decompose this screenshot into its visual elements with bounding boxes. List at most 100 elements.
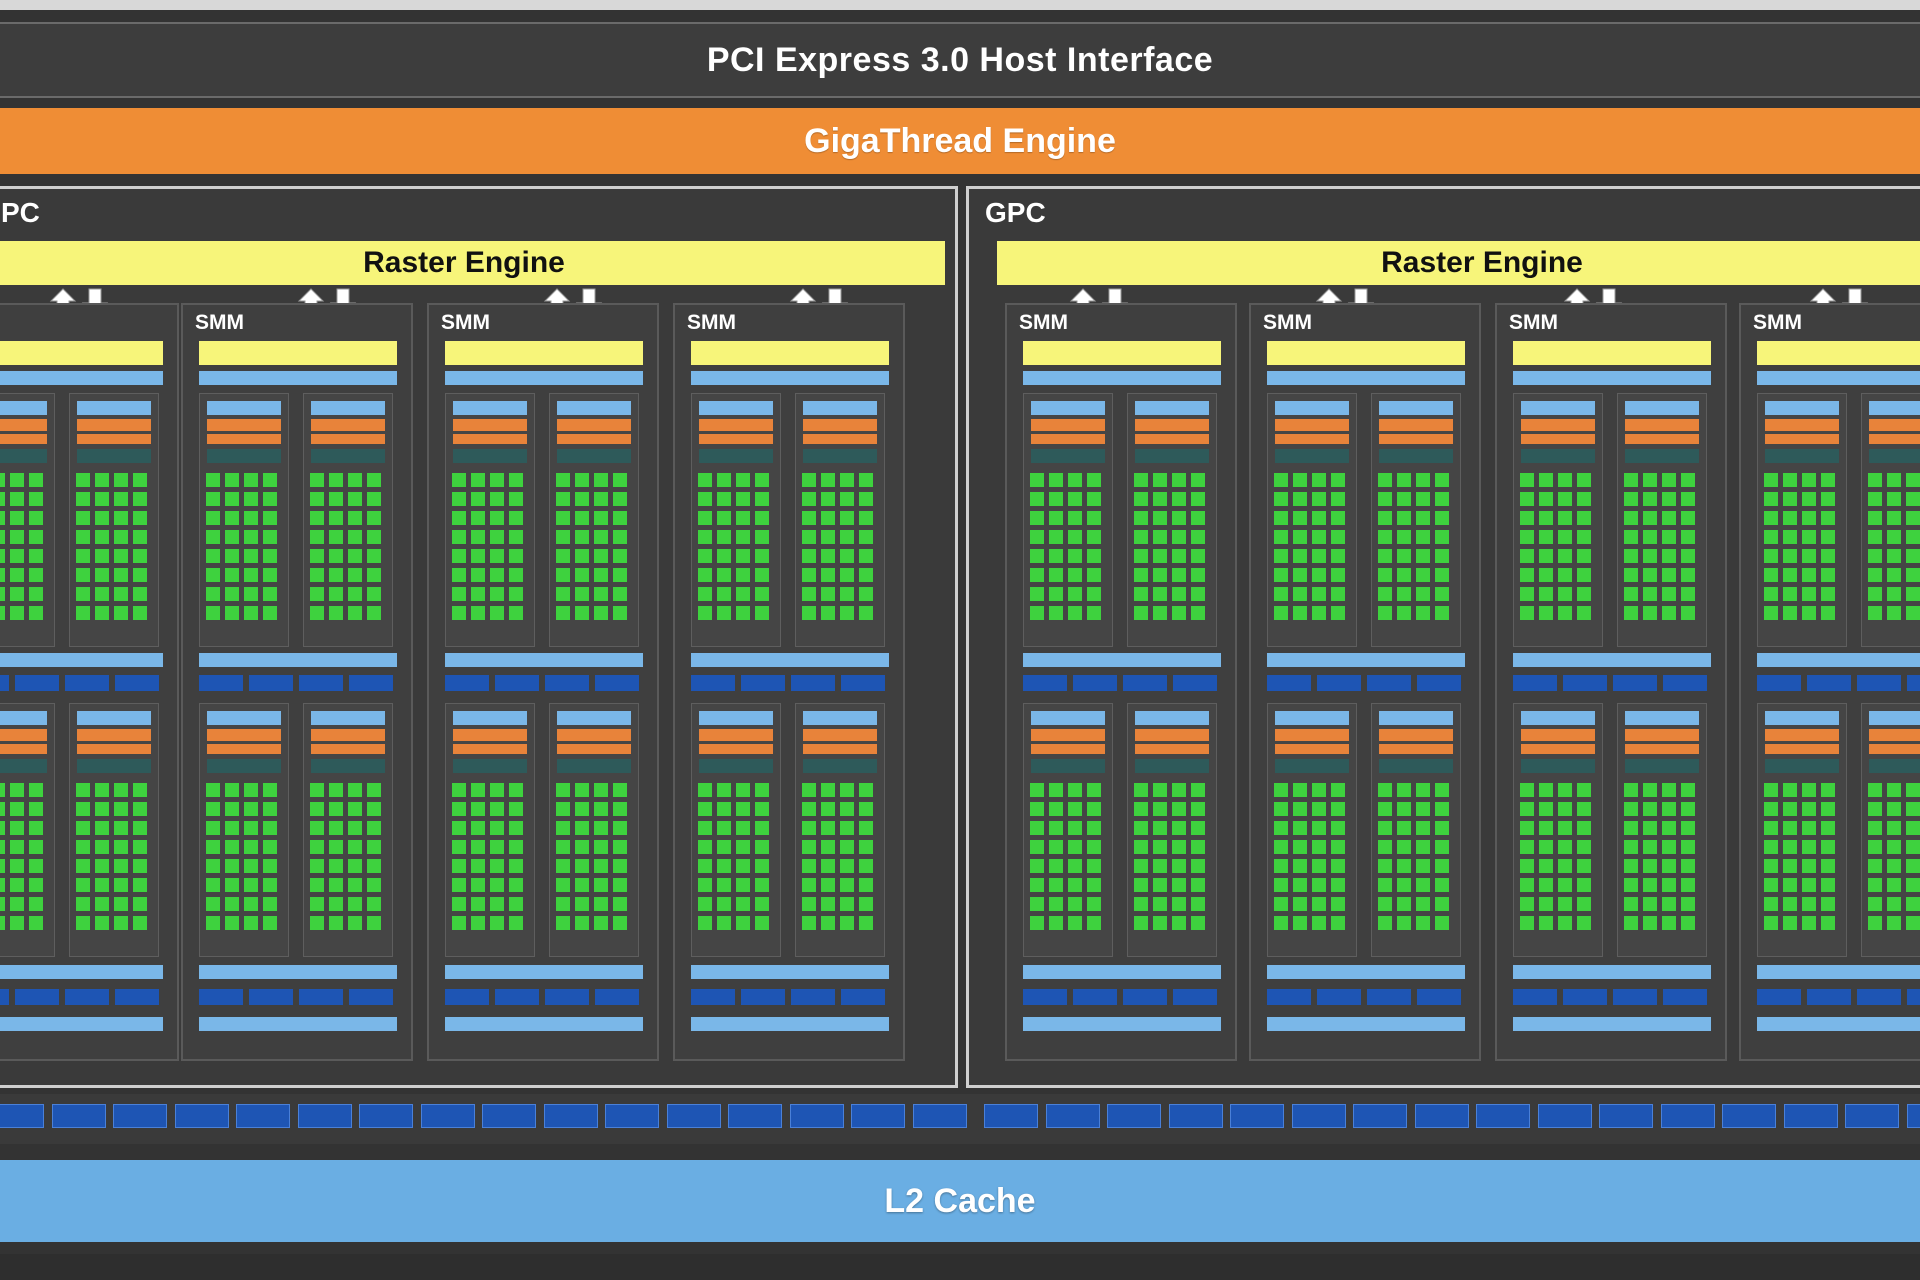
cuda-core xyxy=(1030,783,1044,797)
instruction-buffer xyxy=(207,401,281,415)
memory-controller-cell xyxy=(666,1104,721,1128)
cuda-core xyxy=(1153,530,1167,544)
cuda-core xyxy=(1643,587,1657,601)
cuda-core xyxy=(1312,549,1326,563)
warp-scheduler xyxy=(1379,729,1453,741)
cuda-core xyxy=(1577,568,1591,582)
ld-st-unit xyxy=(1513,675,1557,691)
cuda-core xyxy=(1624,587,1638,601)
cuda-core xyxy=(1293,802,1307,816)
cuda-core xyxy=(310,606,324,620)
gigathread-engine: GigaThread Engine xyxy=(0,108,1920,174)
cuda-core xyxy=(1087,587,1101,601)
cuda-core xyxy=(1378,511,1392,525)
cuda-core xyxy=(802,568,816,582)
cuda-core xyxy=(613,606,627,620)
cuda-core xyxy=(1539,802,1553,816)
cuda-core xyxy=(755,473,769,487)
texture-unit xyxy=(249,989,293,1005)
cuda-core xyxy=(1293,492,1307,506)
cuda-core xyxy=(840,473,854,487)
cuda-core xyxy=(471,840,485,854)
ld-st-unit xyxy=(495,675,539,691)
cuda-core xyxy=(1134,802,1148,816)
cuda-core xyxy=(1191,568,1205,582)
cuda-core xyxy=(1172,821,1186,835)
texture-unit xyxy=(299,989,343,1005)
ld-st-unit xyxy=(791,675,835,691)
cuda-core xyxy=(594,783,608,797)
cuda-core xyxy=(802,492,816,506)
ld-st-unit xyxy=(15,675,59,691)
cuda-core xyxy=(717,783,731,797)
cuda-core xyxy=(1643,473,1657,487)
cuda-core xyxy=(1068,549,1082,563)
cuda-core xyxy=(1558,840,1572,854)
cuda-core xyxy=(29,587,43,601)
cuda-core xyxy=(556,840,570,854)
cuda-core xyxy=(556,859,570,873)
warp-scheduler xyxy=(1765,419,1839,431)
ld-st-unit xyxy=(841,675,885,691)
cuda-core xyxy=(206,549,220,563)
dispatch-unit xyxy=(1765,744,1839,754)
cuda-core xyxy=(114,473,128,487)
register-file xyxy=(803,449,877,463)
raster-engine: Raster Engine xyxy=(0,241,945,285)
cuda-core xyxy=(133,859,147,873)
cuda-core xyxy=(1049,802,1063,816)
cuda-core xyxy=(1134,916,1148,930)
cuda-core xyxy=(1539,511,1553,525)
cuda-core xyxy=(1558,568,1572,582)
cuda-core xyxy=(755,606,769,620)
cuda-core xyxy=(1821,783,1835,797)
cuda-core xyxy=(310,530,324,544)
cuda-core xyxy=(348,568,362,582)
cuda-core xyxy=(717,530,731,544)
cuda-core xyxy=(1312,568,1326,582)
cuda-core xyxy=(1520,783,1534,797)
cuda-core xyxy=(471,530,485,544)
cuda-core xyxy=(1293,859,1307,873)
cuda-core xyxy=(1030,568,1044,582)
cuda-core xyxy=(717,821,731,835)
cuda-core xyxy=(1764,821,1778,835)
cuda-core xyxy=(1887,878,1901,892)
shared-memory xyxy=(1513,653,1711,667)
cuda-core xyxy=(1662,530,1676,544)
cuda-core xyxy=(1191,473,1205,487)
dispatch-unit xyxy=(1031,434,1105,444)
cuda-core xyxy=(114,606,128,620)
cuda-core xyxy=(1802,606,1816,620)
cuda-core xyxy=(594,897,608,911)
cuda-core xyxy=(1802,473,1816,487)
cuda-core xyxy=(1030,897,1044,911)
memory-controller-cell xyxy=(1845,1104,1899,1128)
texture-unit xyxy=(65,989,109,1005)
register-file xyxy=(1869,449,1920,463)
cuda-core xyxy=(1153,840,1167,854)
instruction-buffer xyxy=(803,401,877,415)
cuda-core xyxy=(1821,492,1835,506)
cuda-core xyxy=(452,783,466,797)
cuda-core xyxy=(1539,859,1553,873)
cuda-core xyxy=(698,587,712,601)
cuda-core xyxy=(1416,802,1430,816)
cuda-core xyxy=(263,587,277,601)
cuda-core xyxy=(1312,859,1326,873)
texture-cache xyxy=(199,965,397,979)
cuda-core xyxy=(821,859,835,873)
cuda-core xyxy=(206,916,220,930)
cuda-core xyxy=(1643,840,1657,854)
cuda-core xyxy=(509,606,523,620)
cuda-core xyxy=(575,878,589,892)
cuda-core xyxy=(1087,530,1101,544)
dispatch-unit xyxy=(1135,744,1209,754)
cuda-core xyxy=(755,587,769,601)
cuda-core xyxy=(114,859,128,873)
cuda-core xyxy=(1191,549,1205,563)
smm: MM xyxy=(0,303,179,1061)
cuda-core xyxy=(1643,878,1657,892)
warp-scheduler xyxy=(1031,729,1105,741)
cuda-core xyxy=(594,802,608,816)
